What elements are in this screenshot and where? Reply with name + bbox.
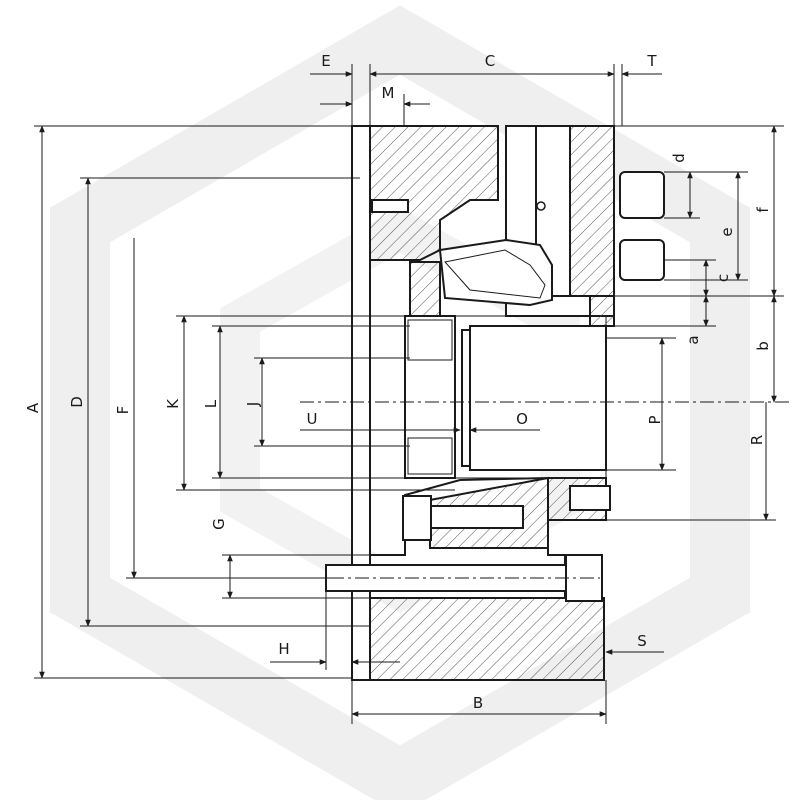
label-a: a: [684, 335, 702, 344]
label-H: H: [278, 640, 289, 658]
label-S: S: [637, 632, 647, 650]
jaw-screw-upper: [619, 171, 665, 281]
label-G: G: [210, 518, 228, 530]
label-M: M: [382, 84, 395, 102]
label-f: f: [754, 207, 772, 213]
label-T: T: [646, 52, 657, 70]
label-c: c: [714, 274, 732, 282]
mounting-bolt: [325, 554, 603, 602]
label-e: e: [718, 227, 736, 236]
socket-screw: [402, 495, 524, 541]
set-screw-left: [371, 199, 409, 213]
label-A: A: [24, 402, 42, 413]
label-D: D: [68, 396, 86, 408]
label-P: P: [646, 415, 664, 424]
label-B: B: [473, 694, 483, 712]
label-O: O: [516, 410, 528, 428]
label-F: F: [114, 406, 132, 415]
label-J: J: [244, 402, 262, 407]
label-L: L: [202, 399, 220, 408]
label-d: d: [670, 153, 688, 163]
set-screw-right: [569, 485, 611, 511]
dimension-labels: A D F K L J U O P R b f e d c a G H B S …: [24, 52, 772, 712]
dimension-lines: [34, 64, 784, 724]
label-R: R: [748, 435, 766, 445]
label-b: b: [754, 341, 772, 351]
label-E: E: [321, 52, 330, 70]
label-U: U: [307, 410, 318, 428]
label-K: K: [164, 398, 182, 409]
label-C: C: [485, 52, 495, 70]
